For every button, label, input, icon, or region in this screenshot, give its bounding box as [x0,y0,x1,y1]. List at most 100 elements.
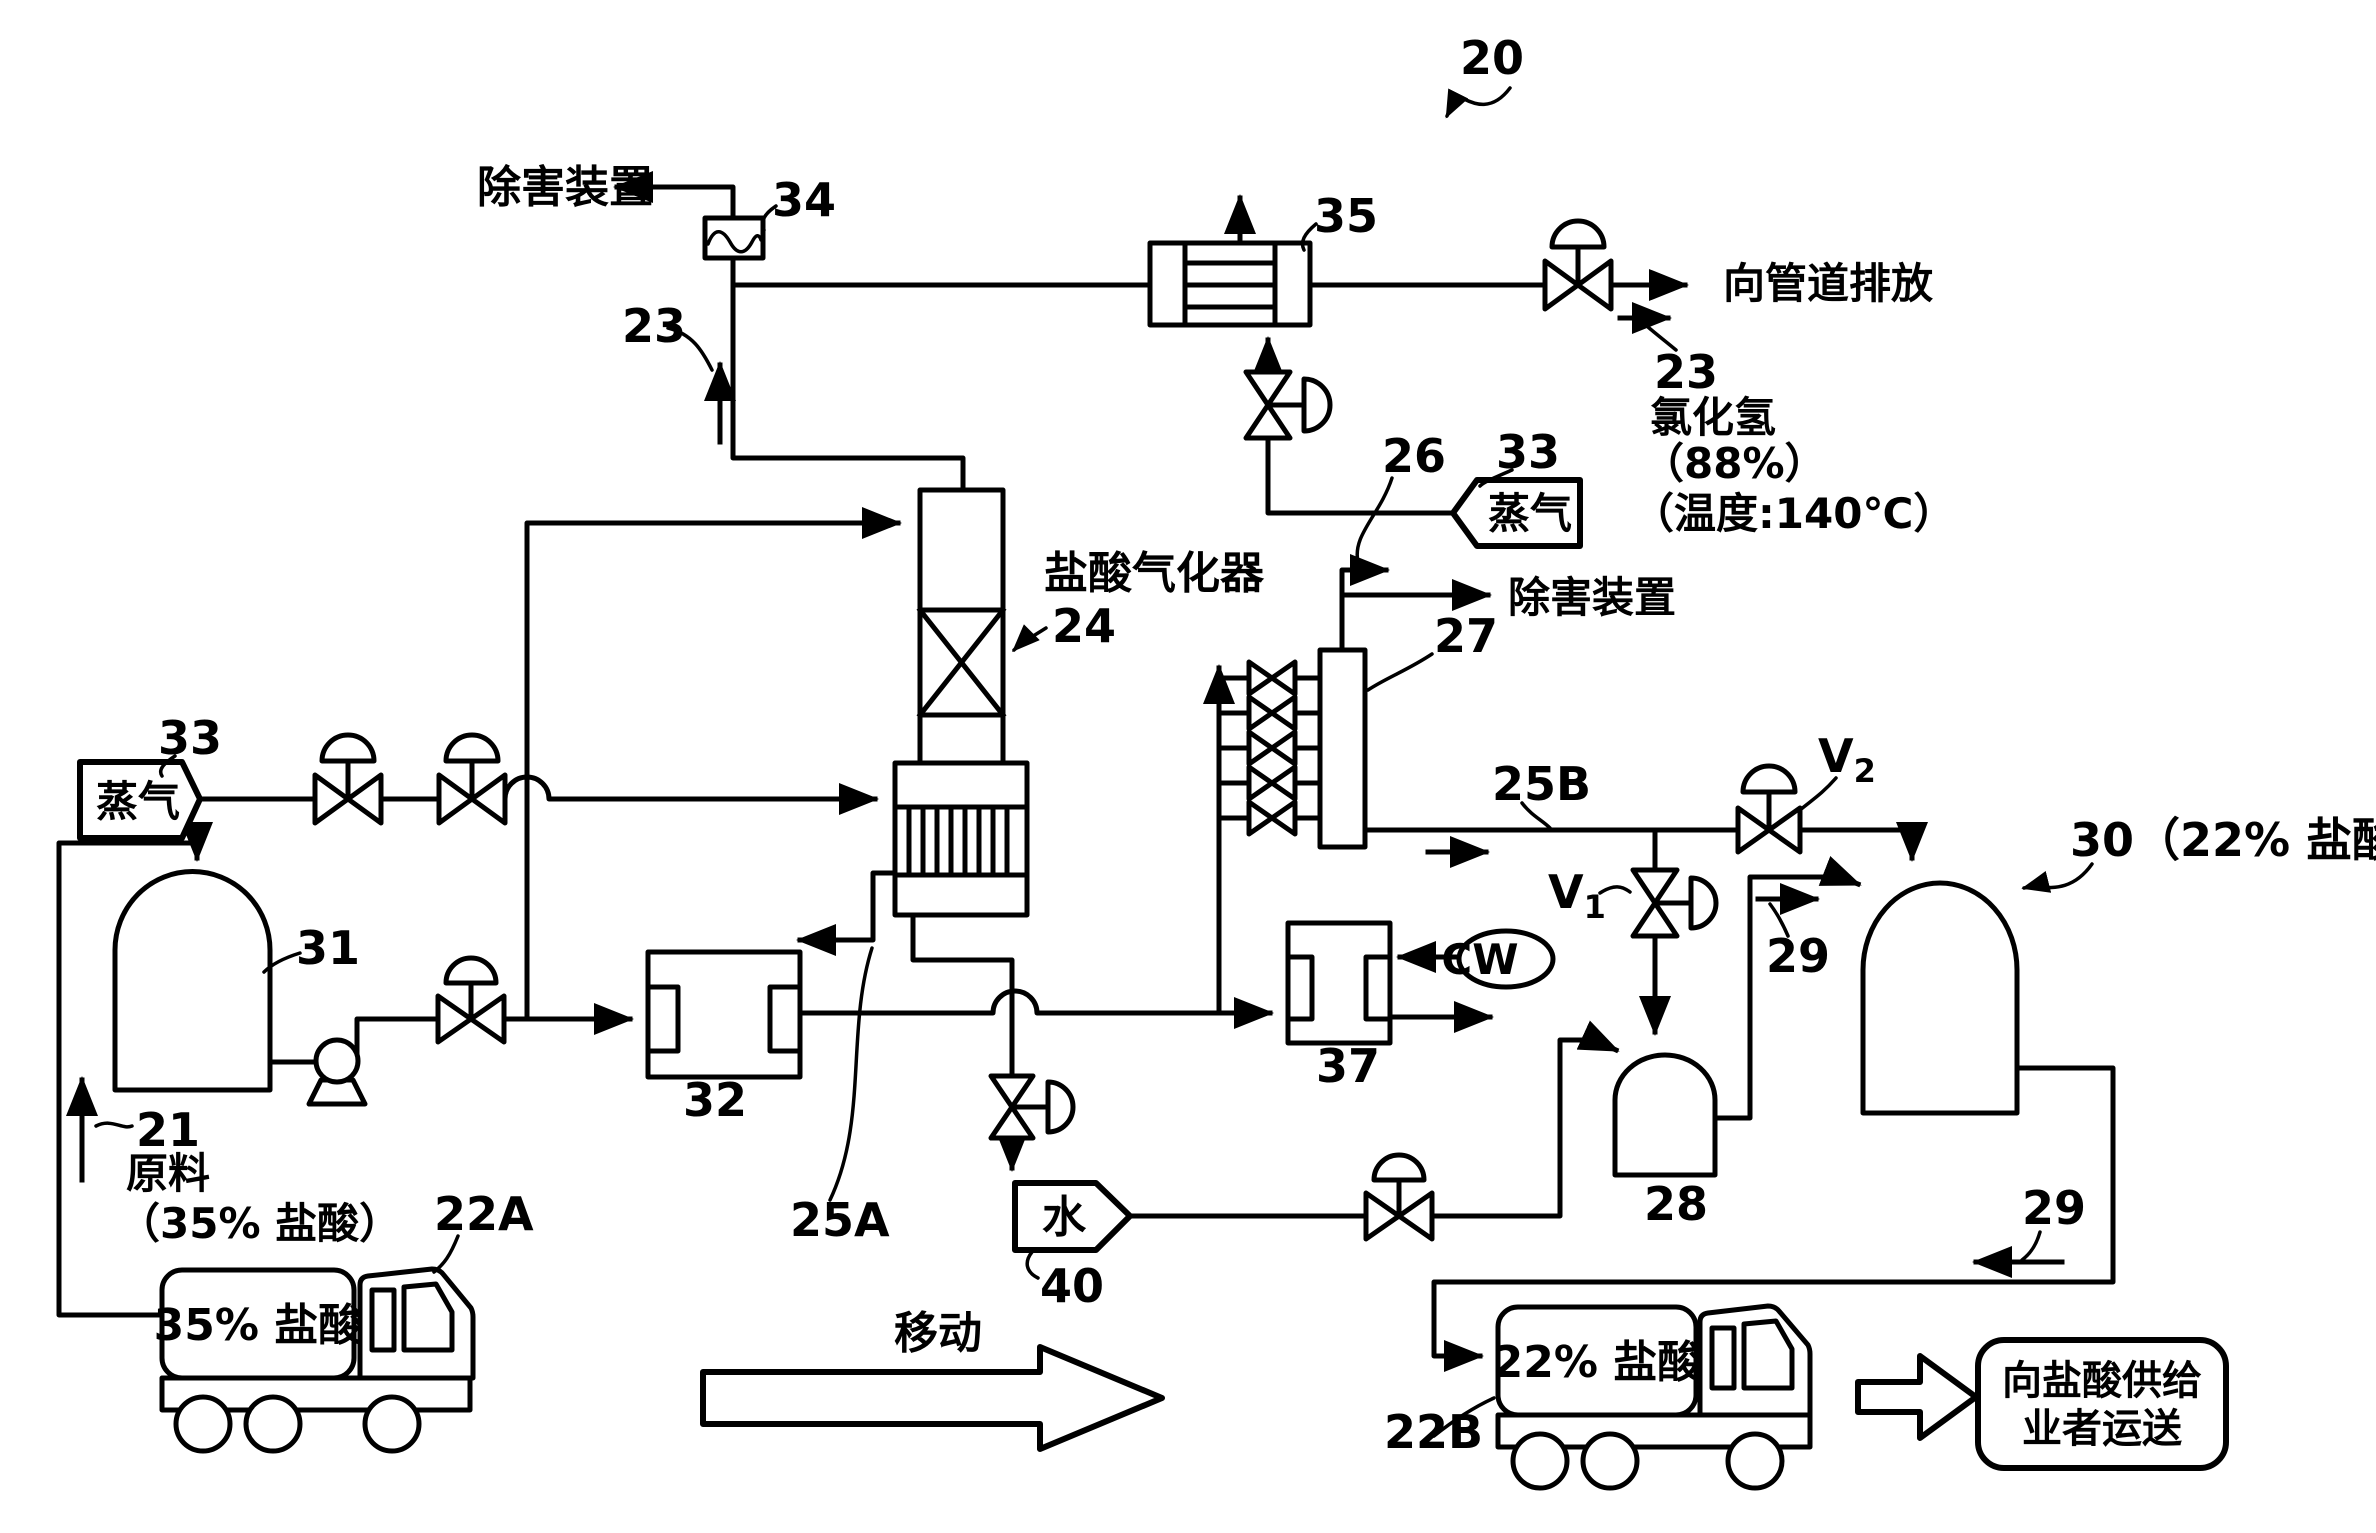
pipe-pump-discharge [354,1016,441,1061]
steam-flag-right-label: 蒸气 [1488,489,1572,538]
feed-valve [435,955,507,1045]
label-34: 34 [772,173,836,227]
label-35: 35 [1314,189,1378,243]
pipe-30-to-truck [1431,1065,2116,1372]
manifold-valves [1246,659,1298,837]
ship-arrow [1855,1353,1979,1441]
wave-glyph [706,230,763,254]
label-32: 32 [683,1073,747,1127]
cw-bubble [1456,928,1556,990]
move-arrow [700,1344,1165,1452]
label-23-top: 23 [622,299,686,353]
label-hcl-temp: （温度:140℃） [1632,489,1955,538]
steam-flag-right: 蒸气 [1450,477,1583,549]
label-30-pointer [2021,862,2094,893]
pipe-32-to-37 [797,988,1274,1029]
label-v1: V1 [1548,865,1606,926]
label-22B: 22B [1384,1405,1483,1459]
wheel [1510,1431,1570,1491]
pipe-25B-to-30 [1797,822,1928,862]
heat-exchanger-32 [645,949,803,1080]
steam-flag-left: 蒸气 [77,759,203,841]
tank-28 [1612,1052,1718,1178]
water-valve [1363,1152,1435,1242]
cab-window [401,1281,455,1353]
shipping-line2: 业者运送 [2022,1406,2182,1452]
label-33-left: 33 [158,711,222,765]
pipe-steam-left [197,774,879,815]
steam-valve-left-2 [436,732,508,826]
label-31: 31 [296,921,360,975]
feed-pump [306,1037,368,1107]
label-24-pointer [1012,624,1048,652]
pipe-steam-right [1265,434,1456,516]
pipe-25A [796,870,898,956]
valve-v1 [1630,867,1719,939]
sample-box-27 [1317,647,1368,850]
wheel [362,1394,422,1454]
figure-20-pointer [1445,86,1512,119]
valve-dome [319,732,377,764]
heat-exchanger-35 [1147,240,1313,328]
wheel [243,1394,303,1454]
pipe-overhead [730,255,966,493]
valve-dome [1688,875,1719,931]
cab-window [369,1287,397,1353]
label-21: 21 [136,1103,200,1157]
label-abatement-top: 除害装置 [477,162,653,213]
label-discharge: 向管道排放 [1723,259,1933,308]
truck-22B-load: 22% 盐酸 [1493,1337,1703,1388]
cab-window [1709,1325,1737,1391]
valve-dome [443,955,499,986]
valve-dome [443,732,501,764]
label-20: 20 [1460,31,1524,85]
pipe-21-feed [56,822,213,1318]
label-33-right: 33 [1496,425,1560,479]
truck-22A-load: 35% 盐酸 [154,1300,364,1351]
drain-valve [988,1073,1076,1141]
steam-valve-left-1 [312,732,384,826]
label-37: 37 [1316,1039,1380,1093]
label-cw: CW [1441,935,1518,984]
reboiler-tubes [906,804,1010,878]
truck-22B: 22% 盐酸 [1493,1303,1813,1491]
label-28: 28 [1644,1177,1708,1231]
label-24: 24 [1052,599,1116,653]
valve-dome [1301,376,1333,434]
wheel [1580,1431,1640,1491]
pipe-to-abatement-top [613,171,736,221]
vaporizer-column-24 [892,487,1030,918]
steam-valve-35 [1243,369,1333,441]
label-v2: V2 [1818,729,1876,790]
wheel [1725,1431,1785,1491]
truck-tank [159,1267,357,1381]
tank-31 [112,868,273,1093]
label-29a: 29 [1766,929,1830,983]
water-flag: 水 [1012,1180,1133,1253]
valve-dome [1045,1079,1076,1135]
label-26: 26 [1382,429,1446,483]
label-27: 27 [1434,609,1498,663]
seal-pot-34 [702,215,766,261]
valve-dome [1371,1152,1427,1183]
label-25A: 25A [790,1193,890,1247]
steam-flag-left-label: 蒸气 [96,777,180,826]
valve-dome [1549,218,1607,250]
label-hcl-conc: （88%） [1642,439,1827,488]
pipe-water-to-28 [1429,1020,1620,1219]
pipe-feed-riser [524,507,902,1022]
label-30: 30（22% 盐酸） [2070,813,2376,867]
valve-dome [1740,763,1798,795]
shipping-line1: 向盐酸供给 [2002,1358,2202,1404]
heat-exchanger-37 [1285,920,1393,1046]
shipping-box: 向盐酸供给 业者运送 [1975,1337,2229,1471]
tank-30 [1860,880,2020,1116]
pipe-28-to-30 [1712,856,1862,1121]
packing-x [916,606,1007,719]
leader-lines [94,86,2094,1438]
truck-22A: 35% 盐酸 [154,1266,476,1454]
label-40: 40 [1040,1259,1104,1313]
discharge-control-valve [1542,218,1614,312]
